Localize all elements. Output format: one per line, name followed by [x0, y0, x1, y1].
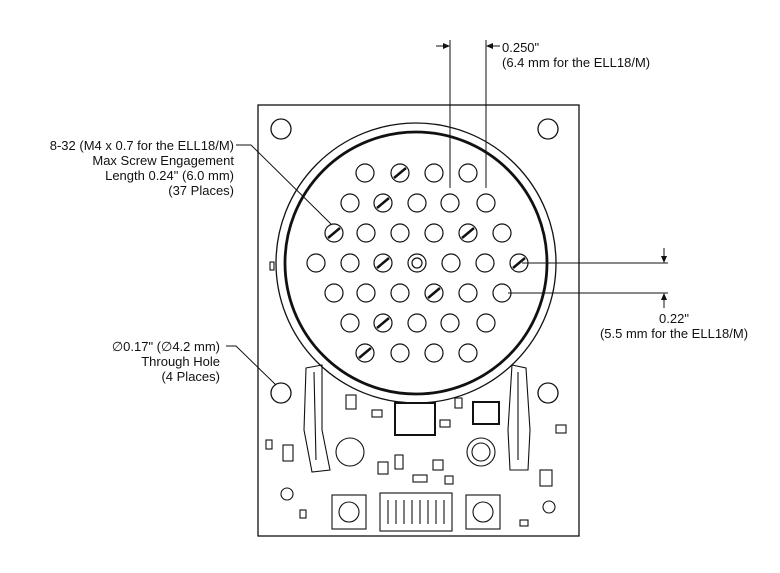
tapped-hole [373, 253, 393, 273]
vertical-pitch-value: 0.22" [659, 311, 689, 326]
tapped-hole [355, 343, 375, 363]
tapped-hole [355, 163, 375, 183]
right-trimmer [465, 494, 501, 530]
tapped-hole [324, 283, 344, 303]
tapped-hole [373, 313, 393, 333]
tapped-hole [340, 253, 360, 273]
tapped-hole [441, 253, 461, 273]
electronics-area [265, 261, 567, 532]
tapped-hole [424, 343, 444, 363]
right-motor-housing [507, 364, 531, 471]
tapped-hole [424, 223, 444, 243]
through-hole-diameter: ∅0.17" (∅4.2 mm) [111, 339, 220, 354]
mounting-hole-bottom-right [537, 382, 559, 404]
tapped-hole [424, 163, 444, 183]
tapped-hole [440, 313, 460, 333]
tapped-hole [390, 163, 410, 183]
right-resonator [466, 437, 496, 467]
tapped-hole [424, 283, 444, 303]
screw-count: (37 Places) [168, 183, 234, 198]
tapped-hole [340, 313, 360, 333]
horizontal-pitch-metric: (6.4 mm for the ELL18/M) [502, 55, 651, 70]
mounting-hole-top-left [270, 118, 292, 140]
vertical-pitch-callout: 0.22" (5.5 mm for the ELL18/M) [584, 311, 764, 341]
platform-inner-ring [283, 130, 549, 396]
tapped-hole [440, 193, 460, 213]
tapped-hole [475, 253, 495, 273]
ribbon-connector [379, 492, 453, 532]
screw-thread-spec: 8-32 (M4 x 0.7 for the ELL18/M) [49, 138, 234, 153]
tapped-hole [458, 283, 478, 303]
tapped-hole [390, 223, 410, 243]
through-hole-count: (4 Places) [161, 369, 220, 384]
horizontal-pitch-value: 0.250" [502, 40, 540, 55]
board-outline [257, 104, 580, 537]
secondary-ic [472, 401, 500, 425]
tapped-hole [324, 223, 344, 243]
screw-engagement-title: Max Screw Engagement [92, 153, 234, 168]
main-ic [394, 402, 436, 436]
tapped-hole [407, 313, 427, 333]
horizontal-pitch-callout: 0.250" (6.4 mm for the ELL18/M) [502, 40, 650, 70]
test-point-right [542, 500, 556, 514]
tapped-hole [356, 283, 376, 303]
tapped-hole [306, 253, 326, 273]
tapped-hole [407, 193, 427, 213]
tapped-hole [373, 193, 393, 213]
tapped-hole [340, 193, 360, 213]
screw-engagement-length: Length 0.24" (6.0 mm) [105, 168, 234, 183]
tapped-hole [356, 223, 376, 243]
platform-outer-ring [275, 122, 557, 404]
tapped-hole-grid [306, 163, 529, 363]
tapped-hole [390, 343, 410, 363]
tapped-hole [458, 343, 478, 363]
left-motor-housing [303, 364, 331, 473]
tapped-hole [492, 223, 512, 243]
mounting-hole-top-right [537, 118, 559, 140]
screw-callout: 8-32 (M4 x 0.7 for the ELL18/M) Max Scre… [50, 138, 234, 198]
tapped-hole [407, 253, 427, 273]
through-hole-label: Through Hole [141, 354, 220, 369]
tapped-hole [390, 283, 410, 303]
left-trimmer [331, 494, 367, 530]
mounting-hole-bottom-left [270, 382, 292, 404]
tapped-hole [458, 163, 478, 183]
tapped-hole [458, 223, 478, 243]
vertical-pitch-metric: (5.5 mm for the ELL18/M) [599, 326, 749, 341]
test-point-left [280, 487, 294, 501]
through-hole-callout: ∅0.17" (∅4.2 mm) Through Hole (4 Places) [112, 339, 220, 384]
left-resonator [335, 437, 365, 467]
tapped-hole [476, 193, 496, 213]
tapped-hole [476, 313, 496, 333]
